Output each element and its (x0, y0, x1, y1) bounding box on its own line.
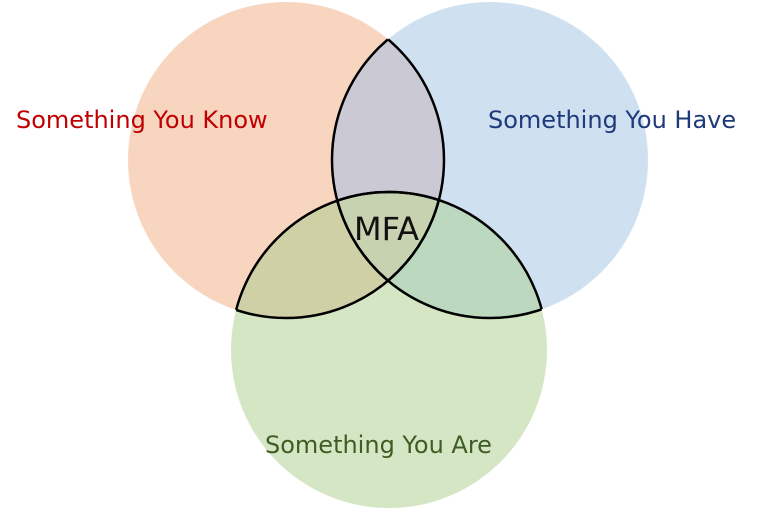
label-something-you-have: Something You Have (488, 106, 737, 134)
label-something-you-are: Something You Are (265, 431, 492, 459)
label-something-you-know: Something You Know (16, 106, 268, 134)
label-mfa: MFA (354, 210, 419, 248)
overlap-outlines (229, 2, 549, 320)
overlap-have-are (332, 192, 547, 318)
overlap-know-are (231, 192, 444, 318)
